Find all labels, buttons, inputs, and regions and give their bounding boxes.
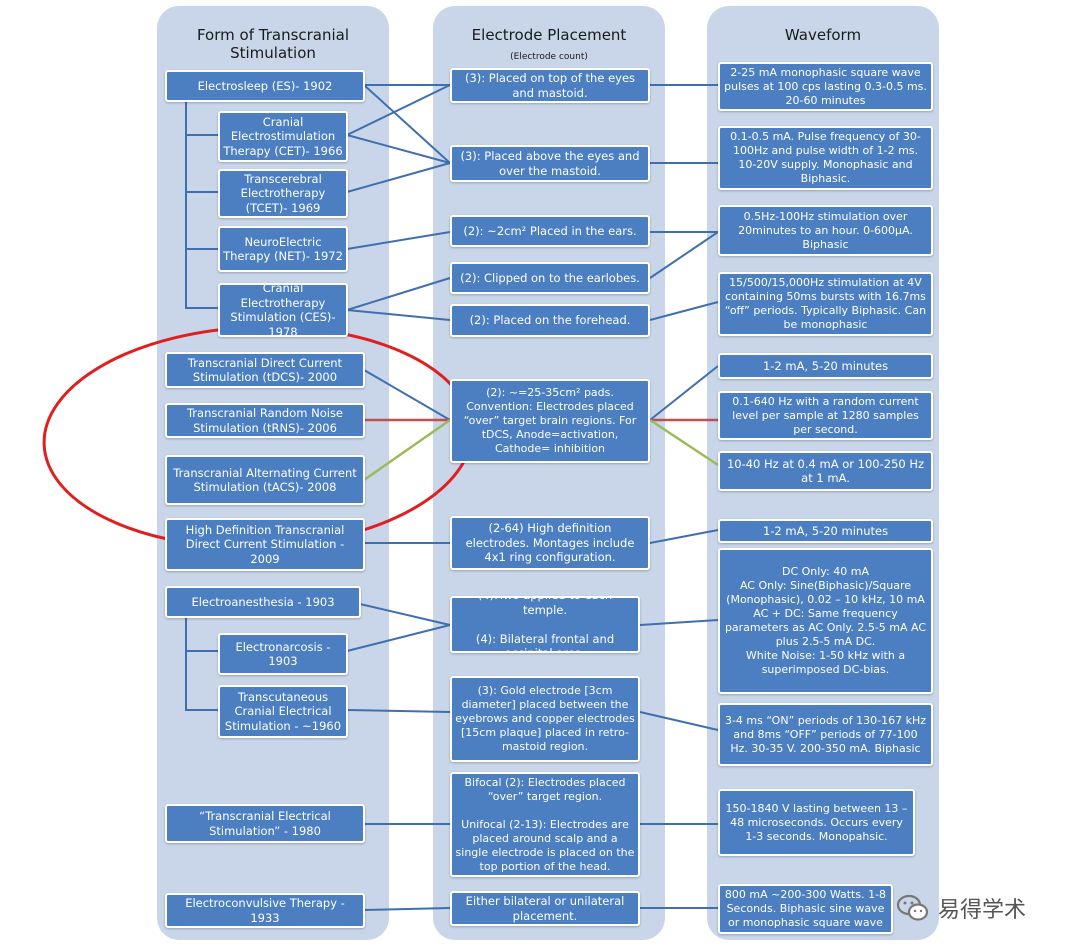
form-item-net: NeuroElectric Therapy (NET)- 1972 bbox=[218, 226, 348, 272]
waveform-item-net: 0.5Hz-100Hz stimulation over 20minutes t… bbox=[718, 205, 933, 256]
form-item-electroanesthesia: Electroanesthesia - 1903 bbox=[165, 586, 361, 618]
placement-item-above-eyes: (3): Placed above the eyes and over the … bbox=[450, 145, 650, 182]
placement-item-eyes-mastoid: (3): Placed on top of the eyes and masto… bbox=[450, 68, 650, 103]
waveform-item-electroanesthesia: DC Only: 40 mA AC Only: Sine(Biphasic)/S… bbox=[718, 548, 933, 694]
form-item-tes: “Transcranial Electrical Stimulation” - … bbox=[165, 804, 365, 843]
placement-item-temples: (4):Two applied to each temple. (4): Bil… bbox=[450, 596, 640, 653]
form-item-hd-tdcs: High Definition Transcranial Direct Curr… bbox=[165, 518, 365, 571]
form-item-electrosleep: Electrosleep (ES)- 1902 bbox=[165, 70, 365, 102]
placement-column-subtitle: (Electrode count) bbox=[510, 52, 588, 62]
placement-item-gold-electrode: (3): Gold electrode [3cm diameter] place… bbox=[450, 676, 640, 762]
placement-item-forehead: (2): Placed on the forehead. bbox=[450, 304, 650, 337]
waveform-item-cet: 0.1-0.5 mA. Pulse frequency of 30-100Hz … bbox=[718, 126, 933, 190]
placement-item-earlobes: (2): Clipped on to the earlobes. bbox=[450, 262, 650, 294]
waveform-item-tdcs: 1-2 mA, 5-20 minutes bbox=[718, 353, 933, 379]
form-item-ces: Cranial Electrotherapy Stimulation (CES)… bbox=[218, 283, 348, 337]
waveform-column-title: Waveform bbox=[784, 26, 862, 44]
waveform-item-tces: 3-4 ms “ON” periods of 130-167 kHz and 8… bbox=[718, 703, 933, 766]
placement-item-ears: (2): ~2cm² Placed in the ears. bbox=[450, 215, 650, 247]
waveform-item-tes: 150-1840 V lasting between 13 – 48 micro… bbox=[718, 789, 915, 856]
watermark-text: 易得学术 bbox=[938, 898, 1027, 923]
waveform-item-hd-tdcs: 1-2 mA, 5-20 minutes bbox=[718, 519, 933, 543]
placement-item-bilateral: Either bilateral or unilateral placement… bbox=[450, 891, 640, 926]
watermark: 易得学术 bbox=[896, 888, 1066, 928]
form-column-title: Form of Transcranial Stimulation bbox=[196, 26, 350, 62]
waveform-item-tacs: 10-40 Hz at 0.4 mA or 100-250 Hz at 1 mA… bbox=[718, 451, 933, 491]
form-item-cet: Cranial Electrostimulation Therapy (CET)… bbox=[218, 111, 348, 162]
form-item-tdcs: Transcranial Direct Current Stimulation … bbox=[165, 352, 365, 388]
waveform-item-trns: 0.1-640 Hz with a random current level p… bbox=[718, 391, 933, 440]
placement-item-bifocal-unifocal: Bifocal (2): Electrodes placed “over” ta… bbox=[450, 772, 640, 877]
placement-column-title: Electrode Placement bbox=[471, 26, 627, 44]
form-item-ect: Electroconvulsive Therapy - 1933 bbox=[165, 893, 365, 928]
placement-item-pads: (2): ~=25-35cm² pads. Convention: Electr… bbox=[450, 379, 650, 463]
placement-item-hd-electrodes: (2-64) High definition electrodes. Monta… bbox=[450, 516, 650, 570]
form-item-tacs: Transcranial Alternating Current Stimula… bbox=[165, 455, 365, 505]
waveform-item-es: 2-25 mA monophasic square wave pulses at… bbox=[718, 62, 933, 111]
form-item-tcet: Transcerebral Electrotherapy (TCET)- 196… bbox=[218, 169, 348, 218]
wechat-icon bbox=[896, 894, 929, 921]
waveform-item-ect: 800 mA ~200-300 Watts. 1-8 Seconds. Biph… bbox=[718, 884, 893, 934]
form-item-electronarcosis: Electronarcosis - 1903 bbox=[218, 633, 348, 675]
waveform-item-ces: 15/500/15,000Hz stimulation at 4V contai… bbox=[718, 272, 933, 336]
form-item-trns: Transcranial Random Noise Stimulation (t… bbox=[165, 403, 365, 438]
form-item-tces: Transcutaneous Cranial Electrical Stimul… bbox=[218, 685, 348, 738]
